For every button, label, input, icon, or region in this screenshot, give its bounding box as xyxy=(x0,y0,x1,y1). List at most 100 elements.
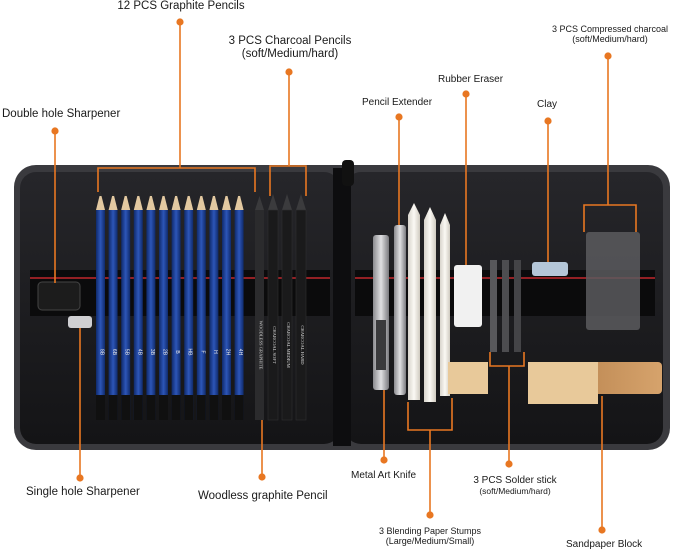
pencil-wood-tip xyxy=(222,192,231,210)
pencil-lead xyxy=(199,191,203,196)
pencil-body xyxy=(196,210,206,420)
pencil-body xyxy=(234,210,244,420)
single-hole-sharpener xyxy=(68,316,92,328)
bracket xyxy=(269,165,307,196)
graphite-pencil: 5B xyxy=(121,191,131,420)
pencil-body xyxy=(121,210,131,420)
pencil-grade-label: 8B xyxy=(99,349,105,356)
label-solder-stick-sub: (soft/Medium/hard) xyxy=(479,485,551,496)
pencil-end-cap xyxy=(196,395,206,420)
pencil-end-cap xyxy=(184,395,194,420)
charcoal-pencil: CHARCOAL MEDIUM xyxy=(281,194,293,421)
pencil-body xyxy=(146,210,156,420)
pencil-end-cap xyxy=(146,395,156,420)
pencil-grade-label: 5B xyxy=(124,349,130,356)
pencil-grade-label: F xyxy=(199,350,205,353)
graphite-pencil: 4H xyxy=(234,191,244,420)
pencil-wood-tip xyxy=(171,192,181,210)
label-charcoal-pencils: 3 PCS Charcoal Pencils (soft/Medium/hard… xyxy=(210,35,370,61)
pencil-grade-label: 2B xyxy=(162,349,168,356)
label-solder-stick: 3 PCS Solder stick (soft/Medium/hard) xyxy=(460,475,570,496)
pencil-grade-label: 4H xyxy=(237,349,243,356)
pencil-wood-tip xyxy=(121,192,131,210)
pencil-lead xyxy=(136,191,140,196)
pencil-lead xyxy=(124,191,128,196)
pencil-lead xyxy=(99,191,102,196)
label-sandpaper-block: Sandpaper Block xyxy=(566,539,643,550)
pencil-lead xyxy=(174,191,178,196)
blending-stumps-group xyxy=(408,203,450,402)
label-blending-stumps: 3 Blending Paper Stumps (Large/Medium/Sm… xyxy=(365,526,495,547)
sandpaper-pad-2 xyxy=(448,362,488,394)
pencil-body xyxy=(108,210,118,420)
graphite-pencil: 3B xyxy=(146,191,156,420)
blending-stump xyxy=(440,213,450,396)
label-charcoal-pencils-sub: (soft/Medium/hard) xyxy=(241,48,339,61)
label-rubber-eraser: Rubber Eraser xyxy=(438,74,504,85)
case-spine xyxy=(333,168,351,446)
pencil-wood-tip xyxy=(133,192,143,210)
label-compressed-charcoal: 3 PCS Compressed charcoal (soft/Medium/h… xyxy=(540,24,679,45)
pencil-wood-tip xyxy=(234,192,244,210)
annotation-lines xyxy=(51,18,637,534)
pencil-wood-tip xyxy=(184,192,194,210)
double-hole-sharpener xyxy=(37,281,81,311)
label-graphite-pencils: 12 PCS Graphite Pencils xyxy=(117,0,245,12)
charcoal-pencil-tip xyxy=(296,194,306,210)
graphite-pencil: F xyxy=(196,191,206,420)
bracket xyxy=(97,167,256,192)
bracket xyxy=(489,352,525,367)
pencil-end-cap xyxy=(96,395,105,420)
pencil-body xyxy=(133,210,143,420)
graphite-pencil: HB xyxy=(184,191,194,420)
blending-stump xyxy=(408,203,420,400)
graphite-pencil: 2B xyxy=(159,191,168,420)
blending-stump xyxy=(424,207,436,402)
pencil-body xyxy=(96,210,105,420)
pencil-extender xyxy=(394,225,406,395)
label-solder-stick-title: 3 PCS Solder stick xyxy=(473,475,557,486)
pencil-end-cap xyxy=(108,395,118,420)
pencil-wood-tip xyxy=(96,192,105,210)
pencil-end-cap xyxy=(133,395,143,420)
kneaded-clay xyxy=(532,262,568,276)
label-woodless-graphite-pencil: Woodless graphite Pencil xyxy=(198,490,328,502)
knife-slot xyxy=(376,320,386,370)
label-compressed-charcoal-title: 3 PCS Compressed charcoal xyxy=(551,24,669,34)
solder-stick xyxy=(490,260,497,352)
charcoal-pencil-body xyxy=(281,209,293,421)
charcoal-pencil-tip xyxy=(282,194,292,210)
graphite-pencil: B xyxy=(171,191,181,420)
pencil-end-cap xyxy=(159,395,168,420)
zipper-pull xyxy=(342,160,354,186)
label-clay: Clay xyxy=(537,99,558,110)
label-blending-stumps-title: 3 Blending Paper Stumps xyxy=(378,526,482,536)
pencil-end-cap xyxy=(222,395,231,420)
woodless-graphite-pencil xyxy=(255,210,264,420)
label-compressed-charcoal-sub: (soft/Medium/hard) xyxy=(572,34,648,45)
pencil-grade-label: 4B xyxy=(136,349,142,356)
compressed-charcoal xyxy=(586,232,640,330)
graphite-pencil: 2H xyxy=(222,191,231,420)
pencil-wood-tip xyxy=(108,192,118,210)
charcoal-pencil-label: CHARCOAL HARD xyxy=(300,325,305,365)
solder-stick xyxy=(514,260,521,352)
pencil-lead xyxy=(111,191,115,196)
bracket xyxy=(407,398,453,431)
pencil-wood-tip xyxy=(146,192,156,210)
pencil-grade-label: 3B xyxy=(149,349,155,356)
pencil-grade-label: H xyxy=(212,350,218,354)
charcoal-pencil-tip xyxy=(268,194,278,210)
solder-stick xyxy=(502,260,509,352)
pencil-end-cap xyxy=(121,395,131,420)
pencil-end-cap xyxy=(171,395,181,420)
woodless-pencil-tip xyxy=(255,196,264,210)
charcoal-pencil-body xyxy=(267,209,279,421)
pencil-grade-label: HB xyxy=(187,349,193,357)
pencil-lead xyxy=(162,191,165,196)
sandpaper-pad xyxy=(528,362,598,404)
pencil-body xyxy=(171,210,181,420)
